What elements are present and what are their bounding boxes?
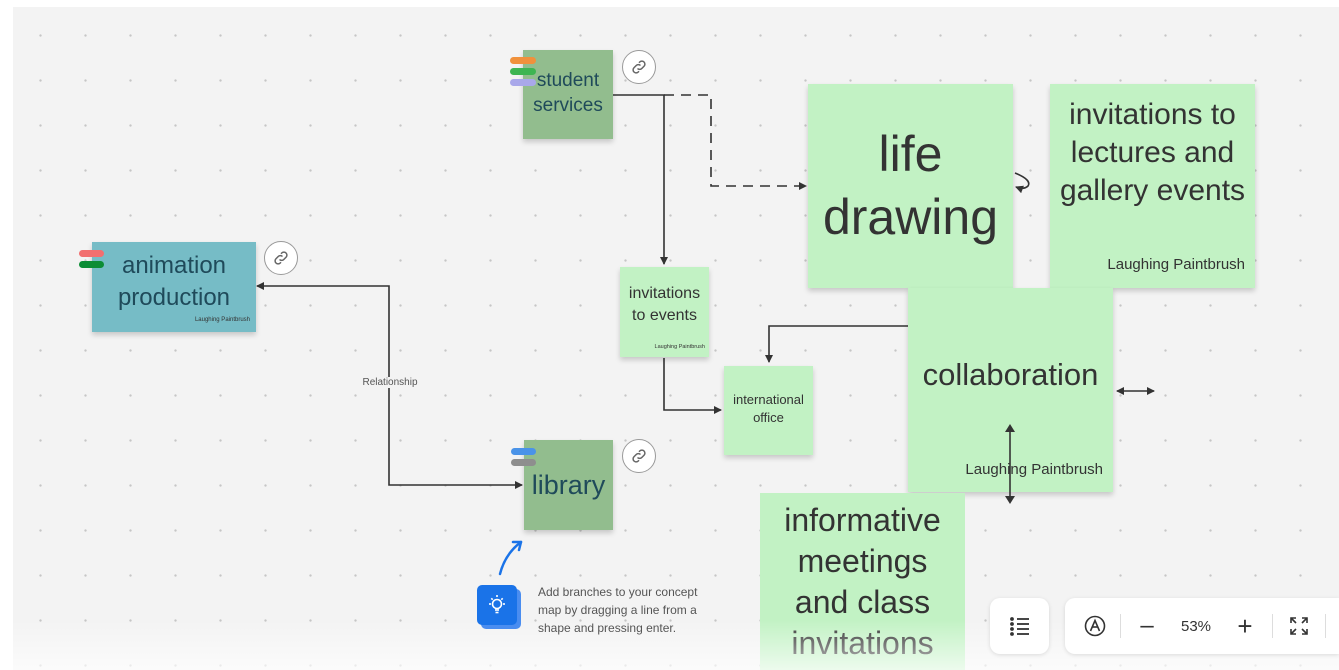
tag-orange: [510, 57, 536, 64]
note-student-services[interactable]: student services: [523, 50, 613, 139]
note-library[interactable]: library: [524, 440, 613, 530]
tag-red: [79, 250, 104, 257]
lightbulb-icon: [489, 595, 505, 614]
zoom-in-button[interactable]: +: [1237, 610, 1253, 641]
outline-button[interactable]: [990, 598, 1049, 654]
note-text: animation production: [117, 252, 231, 311]
note-text: life drawing: [822, 126, 999, 245]
outline-toolbar: [990, 598, 1049, 654]
note-text: invitations to events: [628, 285, 701, 324]
note-signature: Laughing Paintbrush: [965, 461, 1103, 478]
tag-blue: [511, 448, 536, 455]
note-text: international office: [733, 392, 804, 425]
tag-lavender: [510, 79, 536, 86]
link-icon: [632, 449, 646, 463]
note-text: student services: [533, 70, 603, 116]
expand-icon: [1290, 617, 1308, 635]
note-informative-meetings[interactable]: informative meetings and class invitatio…: [760, 493, 965, 670]
note-text: invitations to lectures and gallery even…: [1059, 98, 1246, 207]
connector-label: Relationship: [350, 377, 430, 388]
toolbar-separator: [1325, 614, 1326, 638]
tip-icon-box: [477, 585, 521, 629]
fullscreen-button[interactable]: [1285, 612, 1313, 640]
tip-text: Add branches to your concept map by drag…: [538, 585, 698, 635]
zoom-toolbar: – 53% +: [1065, 598, 1339, 654]
tip-icon-front: [477, 585, 517, 625]
link-icon: [632, 60, 646, 74]
link-button-student-services[interactable]: [622, 50, 656, 84]
note-signature: Laughing Paintbrush: [1107, 256, 1245, 273]
tag-green: [510, 68, 536, 75]
note-invitations-to-events[interactable]: invitations to events Laughing Paintbrus…: [620, 267, 709, 357]
tag-dark-green: [79, 261, 104, 268]
note-animation-production[interactable]: animation production Laughing Paintbrush: [92, 242, 256, 332]
link-button-animation[interactable]: [264, 241, 298, 275]
a-circle-icon: [1084, 615, 1106, 637]
note-life-drawing[interactable]: life drawing: [808, 84, 1013, 288]
list-icon: [1009, 617, 1029, 636]
note-signature: Laughing Paintbrush: [194, 317, 250, 323]
accessibility-button[interactable]: [1077, 612, 1113, 640]
note-text: library: [531, 469, 606, 500]
tag-gray: [511, 459, 536, 466]
hint-arrow-icon: [498, 540, 523, 576]
link-icon: [274, 251, 288, 265]
note-text: collaboration: [922, 357, 1099, 392]
zoom-level[interactable]: 53%: [1180, 617, 1212, 635]
link-button-library[interactable]: [622, 439, 656, 473]
note-signature: Laughing Paintbrush: [654, 344, 705, 350]
note-text: informative meetings and class invitatio…: [784, 502, 941, 661]
toolbar-separator: [1120, 614, 1121, 638]
collaboration-vertical-connector[interactable]: [1004, 424, 1016, 504]
toolbar-separator: [1272, 614, 1273, 638]
zoom-out-button[interactable]: –: [1140, 612, 1154, 639]
note-invitations-lectures[interactable]: invitations to lectures and gallery even…: [1050, 84, 1255, 288]
note-international-office[interactable]: international office: [724, 366, 813, 455]
